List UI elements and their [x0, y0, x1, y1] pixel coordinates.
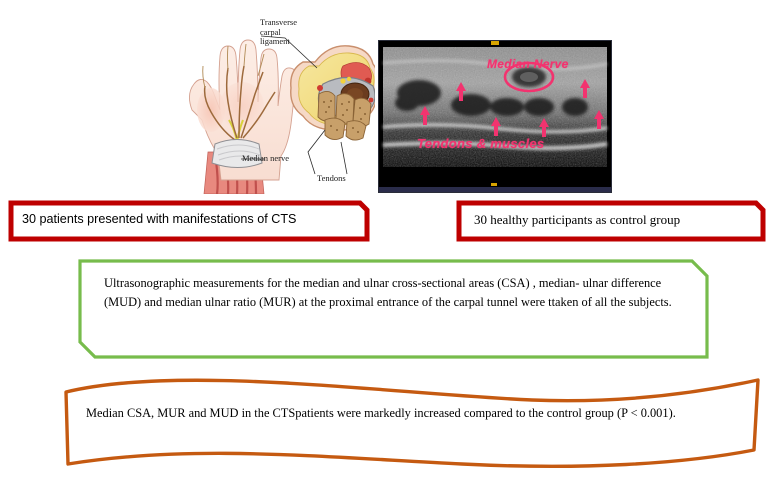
carpal-tunnel-anatomy-illustration: Transverse carpal ligament Median nerve …	[165, 2, 375, 194]
results-text: Median CSA, MUR and MUD in the CTSpatien…	[86, 406, 676, 420]
control-group-label: 30 healthy participants as control group	[474, 212, 681, 227]
ultrasound-label-median-nerve: Median Nerve	[487, 57, 569, 71]
transverse-carpal-ligament-band	[211, 139, 263, 168]
median-nerve-circle-annotation	[503, 61, 555, 93]
label-median-nerve: Median nerve	[242, 153, 289, 163]
wrist-ultrasound-image: Median Nerve Tendons & muscles	[378, 40, 612, 193]
wrist-cross-section-drawing	[290, 45, 375, 141]
control-group-box	[456, 200, 766, 242]
patients-group-box	[8, 200, 370, 242]
hand-drawing	[189, 39, 297, 194]
results-box	[62, 372, 762, 478]
ultrasound-label-tendons-muscles: Tendons & muscles	[417, 136, 545, 151]
leader-lines	[241, 35, 348, 175]
methods-text: Ultrasonographic measurements for the me…	[104, 276, 672, 309]
methods-box	[78, 259, 710, 359]
label-tendons: Tendons	[317, 173, 346, 183]
patients-group-label: 30 patients presented with manifestation…	[22, 212, 297, 226]
label-transverse-carpal-ligament: Transverse carpal ligament	[260, 17, 297, 47]
pink-arrow-annotations	[420, 79, 604, 137]
figures-row: Transverse carpal ligament Median nerve …	[0, 0, 772, 196]
